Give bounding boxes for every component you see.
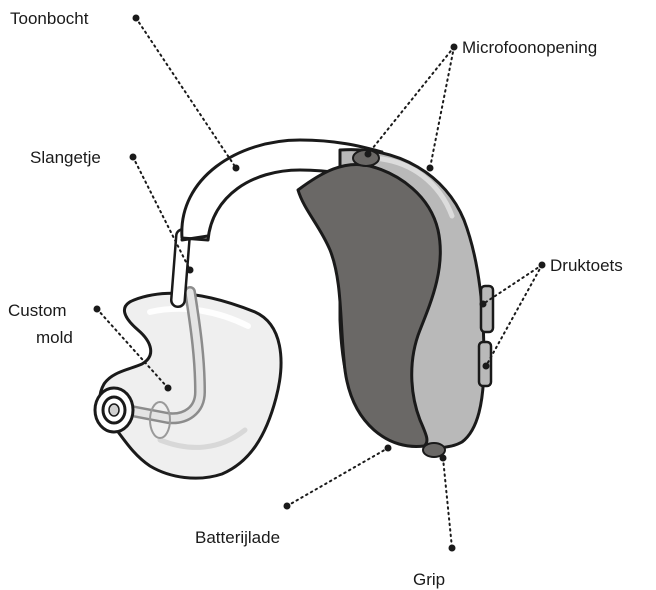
sound-outlet xyxy=(95,388,133,432)
label-batterijlade: Batterijlade xyxy=(195,528,280,547)
labels: Toonbocht Microfoonopening Slangetje Dru… xyxy=(8,9,623,589)
label-druktoets: Druktoets xyxy=(550,256,623,275)
push-button-upper xyxy=(481,286,493,332)
label-custom-mold-line2: mold xyxy=(36,328,73,347)
label-custom-mold-line1: Custom xyxy=(8,301,67,320)
label-grip: Grip xyxy=(413,570,445,589)
label-slangetje: Slangetje xyxy=(30,148,101,167)
label-toonbocht: Toonbocht xyxy=(10,9,89,28)
hearing-aid-illustration xyxy=(95,140,493,478)
label-microfoonopening: Microfoonopening xyxy=(462,38,597,57)
